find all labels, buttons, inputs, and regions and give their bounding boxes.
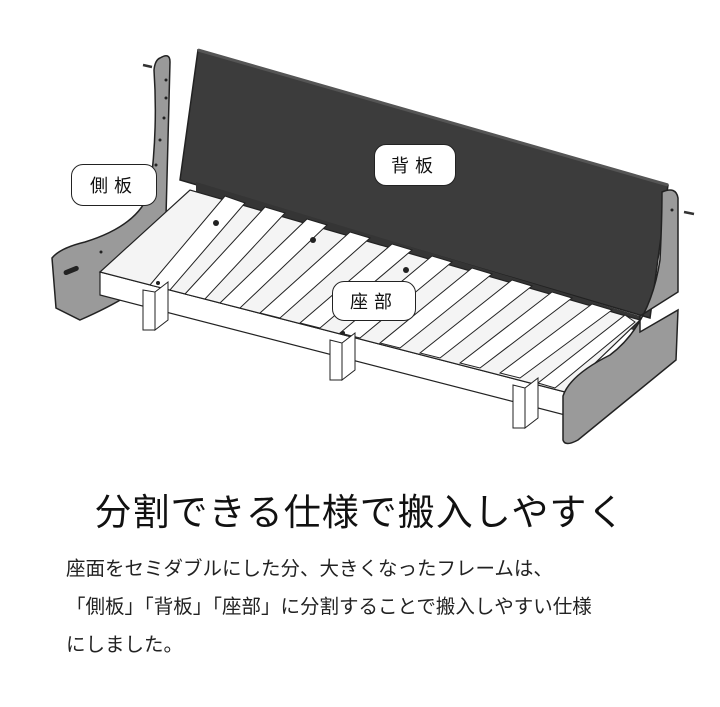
right-side-panel: [562, 189, 679, 445]
description-line-2: 「側板」「背板」「座部」に分割することで搬入しやすい仕様: [66, 595, 592, 618]
product-illustration: 側板 背板 座部: [51, 48, 695, 445]
description-line-1: 座面をセミダブルにした分、大きくなったフレームは、: [66, 557, 553, 580]
seat-legs: [142, 280, 539, 430]
description-line-3: にしました。: [66, 633, 184, 656]
sofa-bed-diagram: [51, 48, 695, 445]
label-back-panel: 背板: [374, 144, 456, 186]
headline: 分割できる仕様で搬入しやすく: [94, 491, 626, 534]
label-side-panel: 側板: [71, 164, 157, 206]
label-seat: 座部: [332, 281, 416, 321]
description: 座面をセミダブルにした分、大きくなったフレームは、 「側板」「背板」「座部」に分…: [66, 550, 686, 664]
